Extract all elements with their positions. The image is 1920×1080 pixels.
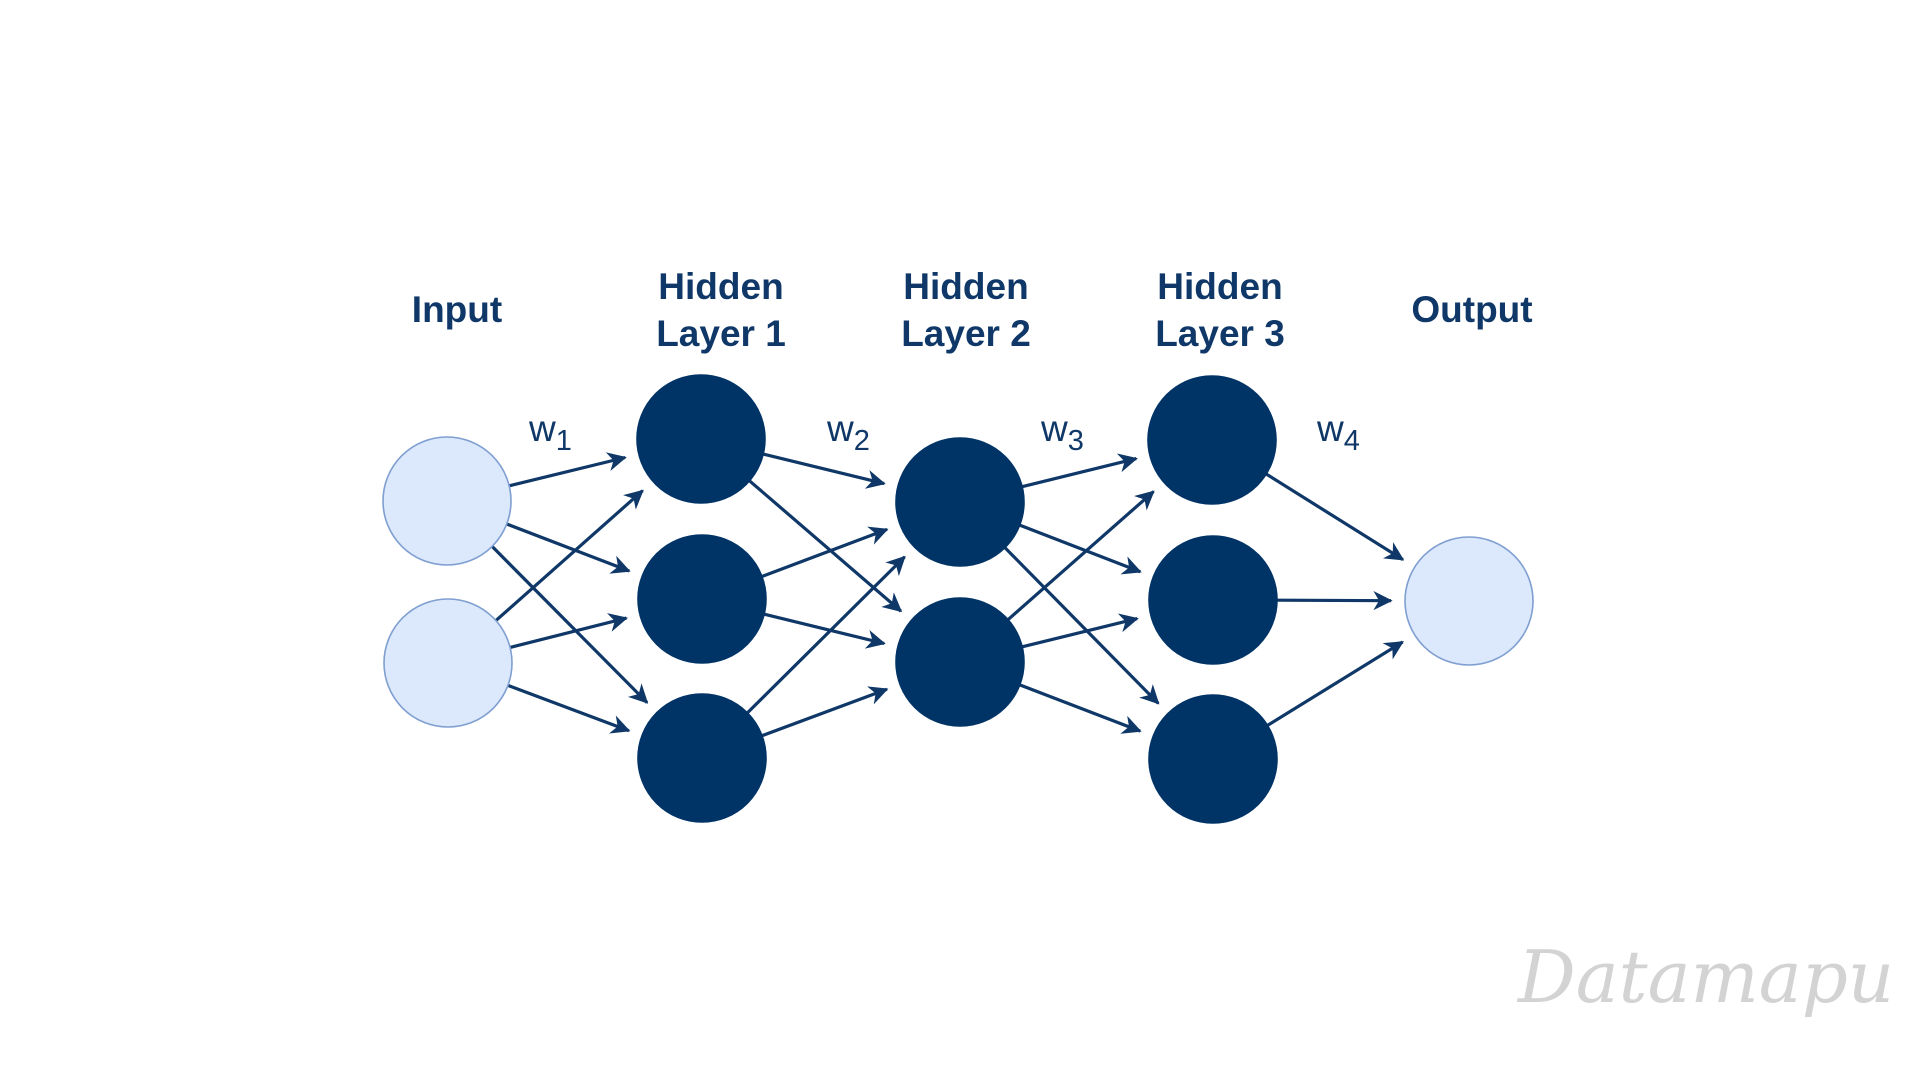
datamapu-watermark: Datamapu	[1516, 935, 1894, 1019]
edge-l1-n2-to-l2-n2	[509, 613, 628, 649]
edge-l4-n1-to-l5-n1	[1265, 472, 1405, 561]
edge-l3-n2-to-l4-n2	[1021, 613, 1139, 649]
layer-title-input: Input	[412, 289, 502, 330]
weight-label-w1: w1	[528, 408, 572, 457]
edge-l4-n2-to-l5-n1	[1276, 591, 1393, 611]
weight-w3-subscript: 3	[1068, 425, 1084, 457]
weight-w1-subscript: 1	[556, 425, 572, 457]
edge-l2-n1-to-l3-n1	[762, 452, 886, 489]
nodes-group	[382, 374, 1534, 824]
layer-title-hidden-2-line1: Hidden	[903, 266, 1028, 307]
layer-title-hidden-3-line2: Layer 3	[1155, 313, 1285, 354]
hidden-layer-1-node-3	[637, 693, 767, 823]
edge-l1-n2-to-l2-n3	[507, 683, 631, 734]
edge-l3-n2-to-l4-n1	[1006, 490, 1155, 621]
edge-l3-n1-to-l4-n1	[1021, 453, 1138, 489]
edge-l2-n2-to-l3-n1	[761, 526, 889, 578]
edge-l2-n1-to-l3-n2	[748, 479, 903, 613]
hidden-layer-3-node-1	[1147, 375, 1277, 505]
edge-l2-n3-to-l3-n2	[761, 686, 889, 738]
edge-l3-n1-to-l4-n2	[1019, 523, 1142, 575]
edge-l3-n1-to-l4-n3	[1003, 546, 1160, 705]
layer-title-hidden-1-line2: Layer 1	[656, 313, 786, 354]
weight-w4-base: w	[1316, 408, 1344, 449]
edge-l1-n1-to-l2-n3	[490, 545, 649, 704]
weight-w2-subscript: 2	[854, 425, 870, 457]
hidden-layer-2-node-1	[895, 437, 1025, 567]
weight-w2-base: w	[826, 408, 854, 449]
hidden-layer-3-node-3	[1148, 694, 1278, 824]
edge-l2-n2-to-l3-n2	[763, 612, 886, 649]
layer-title-hidden-2-line2: Layer 2	[901, 313, 1031, 354]
connections-group	[490, 452, 1405, 738]
weight-label-w3: w3	[1040, 408, 1084, 457]
edge-l1-n1-to-l2-n1	[508, 452, 627, 488]
layer-title-hidden-1-line1: Hidden	[658, 266, 783, 307]
weight-w1-base: w	[528, 408, 556, 449]
edge-l1-n1-to-l2-n2	[506, 522, 631, 574]
weight-w3-base: w	[1040, 408, 1068, 449]
input-node-1	[382, 436, 512, 566]
weight-w4-subscript: 4	[1344, 425, 1360, 457]
layer-title-output: Output	[1411, 289, 1532, 330]
hidden-layer-1-node-2	[637, 534, 767, 664]
output-node-1	[1404, 536, 1534, 666]
edge-l3-n2-to-l4-n3	[1019, 683, 1142, 734]
edge-l4-n3-to-l5-n1	[1266, 640, 1404, 727]
hidden-layer-3-node-2	[1148, 535, 1278, 665]
input-node-2	[383, 598, 513, 728]
edge-l2-n3-to-l3-n1	[746, 555, 906, 715]
layer-title-hidden-3-line1: Hidden	[1157, 266, 1282, 307]
weight-label-w2: w2	[826, 408, 870, 457]
hidden-layer-1-node-1	[636, 374, 766, 504]
hidden-layer-2-node-2	[895, 597, 1025, 727]
weight-label-w4: w4	[1316, 408, 1360, 457]
edge-l1-n2-to-l2-n1	[494, 489, 644, 622]
